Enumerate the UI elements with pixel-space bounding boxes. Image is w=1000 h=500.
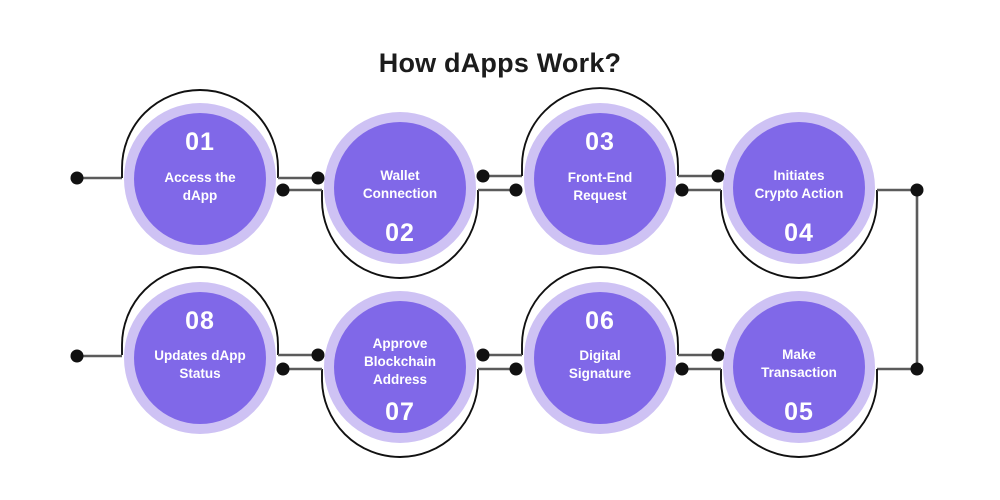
connector-dot-03-04 [711, 169, 725, 183]
connector-dot-bridge-top [910, 183, 924, 197]
node-number-02: 02 [385, 219, 415, 247]
flow-node-step-03[interactable]: 03 Front-End Request [524, 103, 676, 255]
node-number-03: 03 [585, 128, 615, 156]
node-label-01-line-2: dApp [183, 188, 218, 203]
flow-node-step-05[interactable]: Make Transaction 05 [723, 291, 875, 443]
node-label-05-line-1: Make [782, 347, 816, 362]
connector-05-inlet [675, 362, 721, 376]
connector-03-to-04 [678, 169, 725, 183]
node-number-01: 01 [185, 128, 215, 156]
connector-arc-step-03 [521, 87, 679, 176]
node-circle-07 [334, 301, 466, 433]
flow-node-step-04[interactable]: Initiates Crypto Action 04 [723, 112, 875, 264]
node-label-07-line-3: Address [373, 372, 427, 387]
node-circle-04 [733, 122, 865, 254]
connector-04-inlet [675, 183, 721, 197]
node-number-07: 07 [385, 398, 415, 426]
flow-node-step-01[interactable]: 01 Access the dApp [124, 103, 276, 255]
connector-07-outlet [478, 362, 523, 376]
connector-dot-06-05 [711, 348, 725, 362]
flow-node-step-08[interactable]: 08 Updates dApp Status [124, 282, 276, 434]
connector-start-top [70, 171, 122, 185]
page-title: How dApps Work? [378, 48, 622, 78]
node-label-06-line-2: Signature [569, 366, 632, 381]
node-circle-06 [534, 292, 666, 424]
connector-06-to-05 [678, 348, 725, 362]
flow-node-step-07[interactable]: Approve Blockchain Address 07 [324, 291, 476, 443]
connector-dot-end-bottom [70, 349, 84, 363]
node-label-02-line-2: Connection [363, 186, 437, 201]
connector-dot-01-02 [311, 171, 325, 185]
connector-dot-start-top [70, 171, 84, 185]
connector-dot-02-inlet [276, 183, 290, 197]
node-label-08-line-1: Updates dApp [154, 348, 246, 363]
node-number-06: 06 [585, 307, 615, 335]
node-label-08-line-2: Status [179, 366, 220, 381]
node-label-03-line-2: Request [573, 188, 627, 203]
flow-node-step-02[interactable]: Wallet Connection 02 [324, 112, 476, 264]
node-label-05-line-2: Transaction [761, 365, 837, 380]
node-circle-03 [534, 113, 666, 245]
connector-dot-02-03 [476, 169, 490, 183]
connector-dot-07-outlet [509, 362, 523, 376]
connector-dot-07-06 [476, 348, 490, 362]
connector-arc-step-04 [720, 190, 878, 279]
connector-end-bottom [70, 349, 122, 363]
node-label-01-line-1: Access the [164, 170, 236, 185]
connector-arc-step-08 [121, 266, 279, 355]
node-circle-05 [733, 301, 865, 433]
connector-02-to-03 [476, 169, 522, 183]
connector-arc-step-06 [521, 266, 679, 355]
connector-arc-step-01 [121, 89, 279, 178]
connector-04-to-05-bridge [877, 183, 924, 376]
connector-08-to-07 [278, 348, 325, 362]
connector-02-outlet [478, 183, 523, 197]
connector-dot-05-inlet [675, 362, 689, 376]
node-circle-08 [134, 292, 266, 424]
connector-dot-08-07 [311, 348, 325, 362]
flow-node-step-06[interactable]: 06 Digital Signature [524, 282, 676, 434]
connector-dot-04-inlet [675, 183, 689, 197]
node-number-04: 04 [784, 219, 814, 247]
connector-arc-step-07 [321, 369, 479, 458]
node-circle-02 [334, 122, 466, 254]
node-label-02-line-1: Wallet [380, 168, 420, 183]
connector-02-inlet [276, 183, 322, 197]
node-circle-01 [134, 113, 266, 245]
node-number-05: 05 [784, 398, 814, 426]
node-number-08: 08 [185, 307, 215, 335]
node-label-03-line-1: Front-End [568, 170, 632, 185]
node-label-04-line-1: Initiates [773, 168, 824, 183]
connector-07-to-06 [476, 348, 522, 362]
connector-line-right-bridge [877, 188, 919, 371]
node-label-06-line-1: Digital [579, 348, 620, 363]
connector-arc-step-02 [321, 190, 479, 279]
node-label-07-line-1: Approve [373, 336, 428, 351]
node-label-07-line-2: Blockchain [364, 354, 436, 369]
connector-dot-bridge-bottom [910, 362, 924, 376]
node-label-04-line-2: Crypto Action [755, 186, 844, 201]
connector-07-inlet [276, 362, 322, 376]
connector-dot-02-outlet [509, 183, 523, 197]
connector-dot-07-inlet [276, 362, 290, 376]
connector-arc-step-05 [720, 369, 878, 458]
connector-01-to-02 [278, 171, 325, 185]
